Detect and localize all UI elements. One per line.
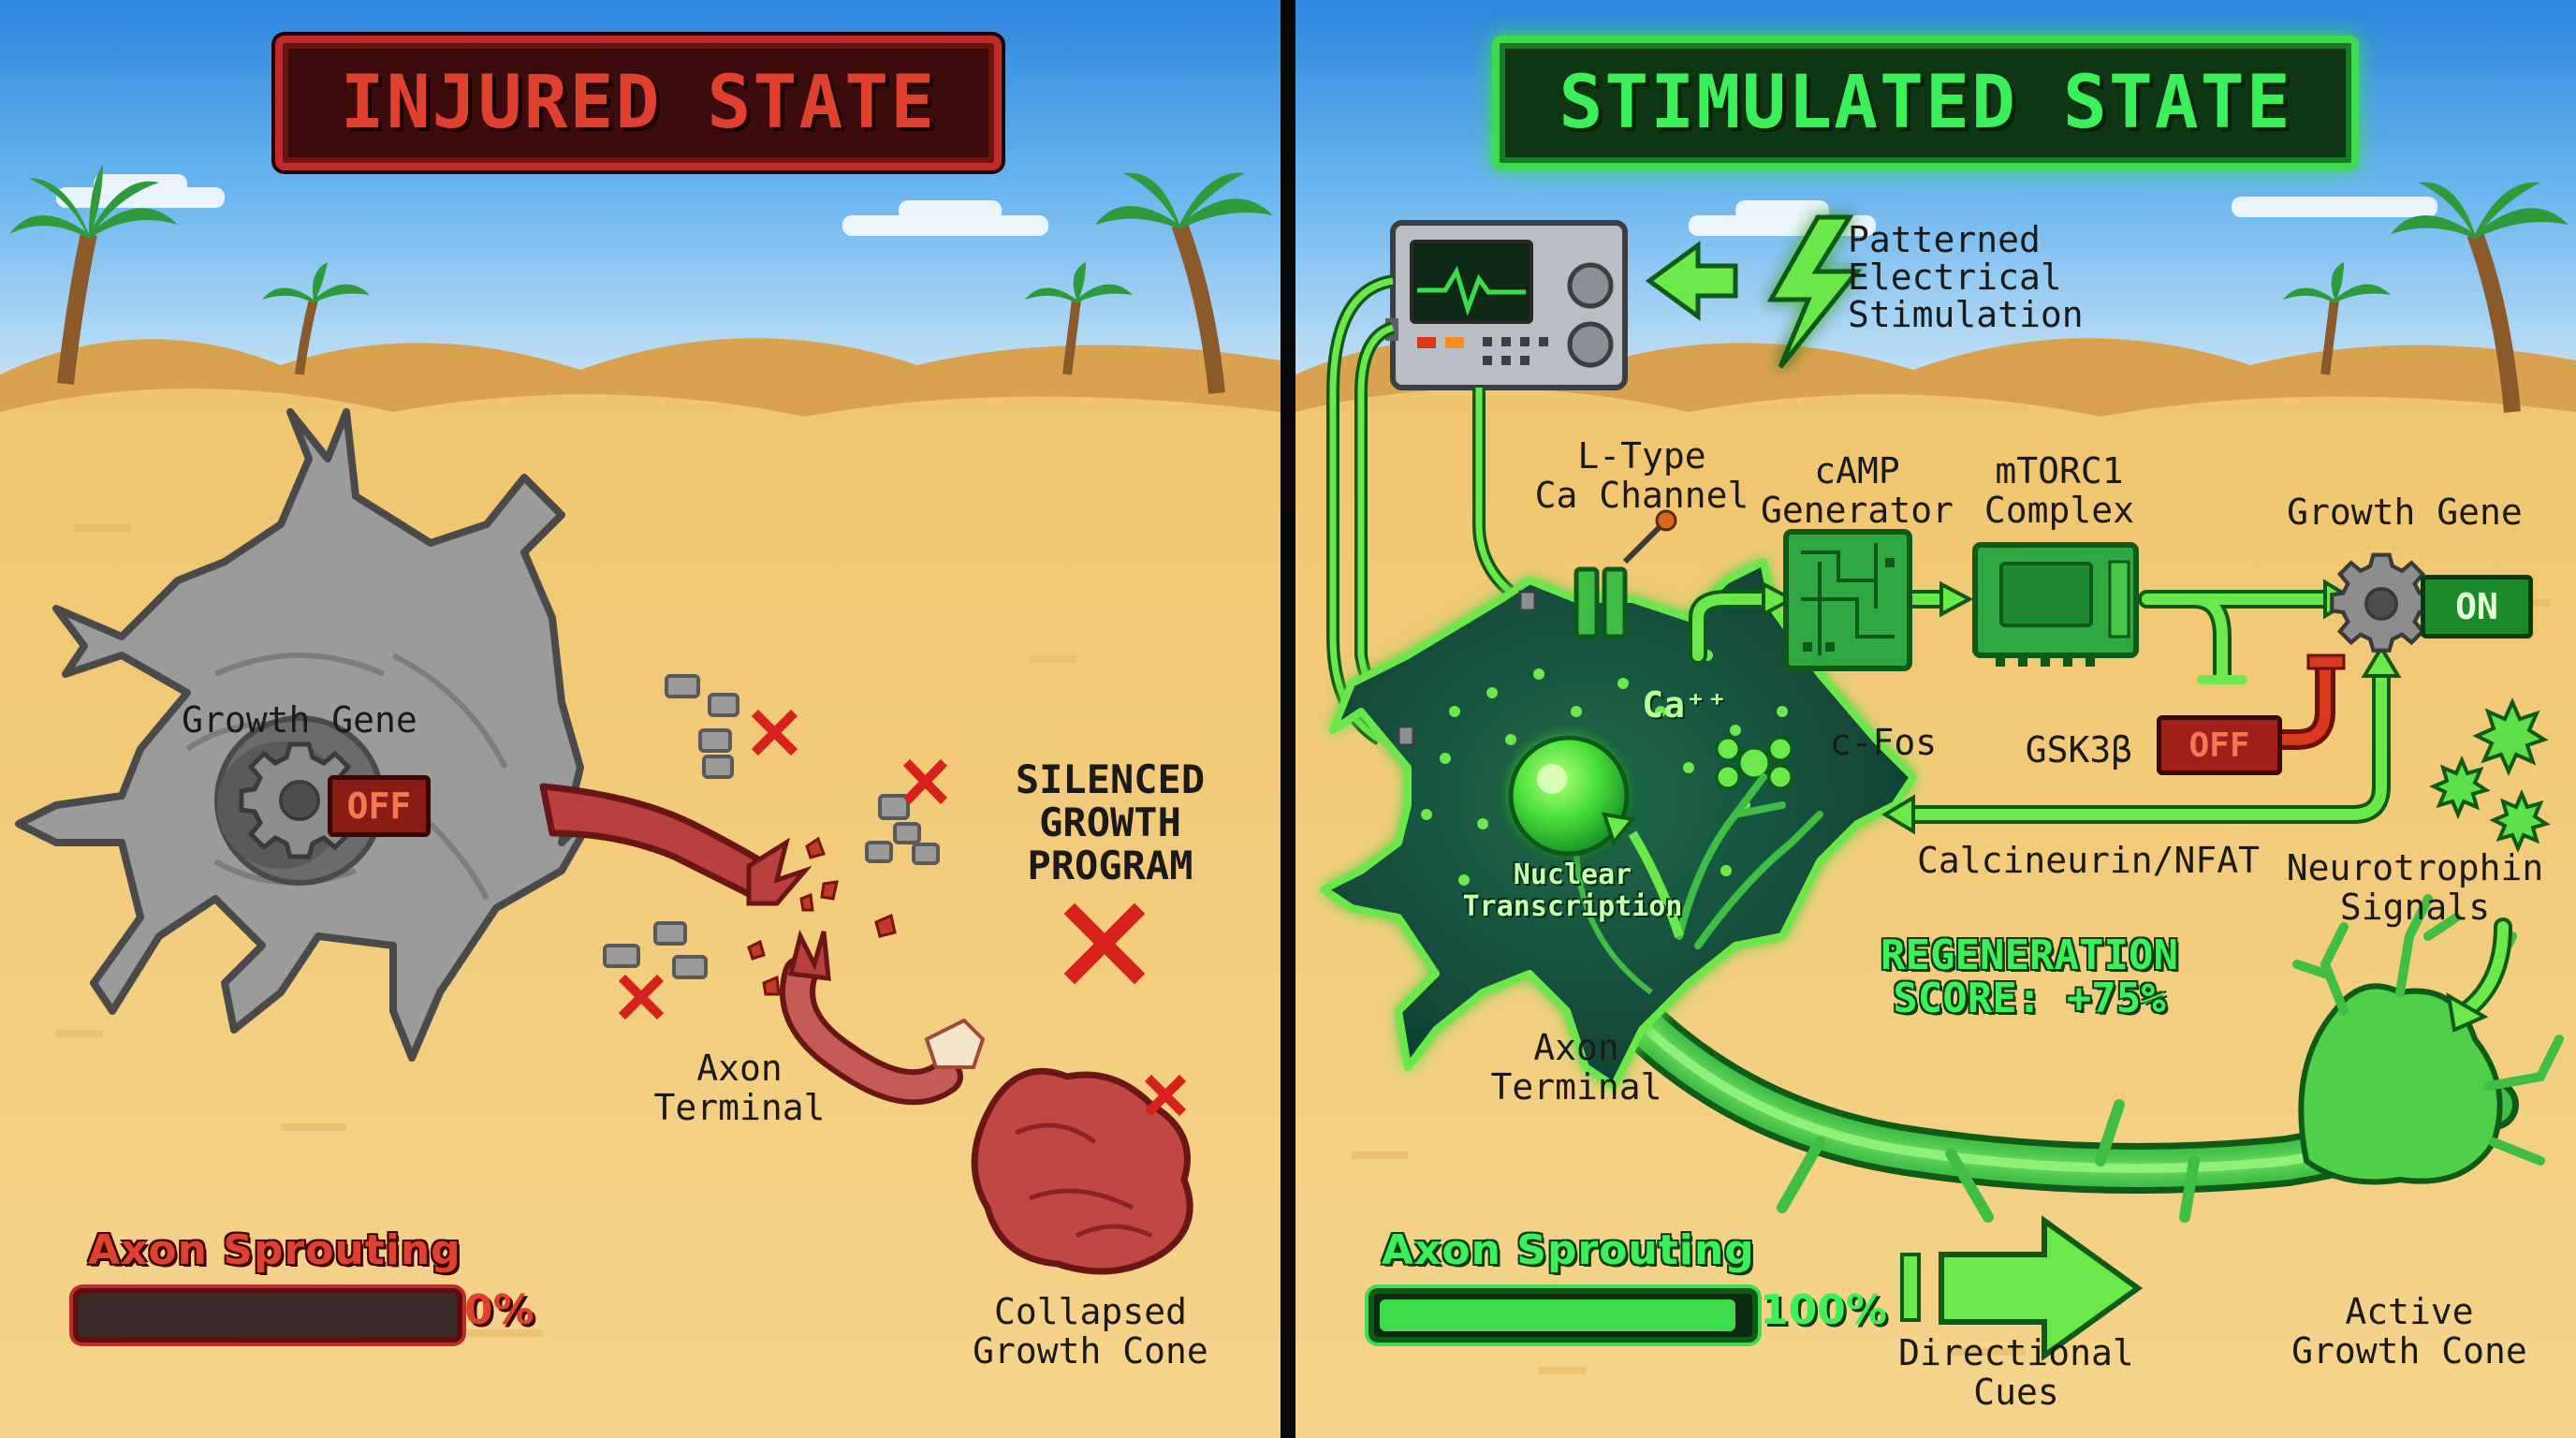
growth-gene-label: Growth Gene — [182, 699, 417, 741]
regeneration-score: REGENERATION SCORE: +75% — [1881, 932, 2178, 1022]
mtorc1-label: mTORC1 Complex — [1983, 450, 2135, 531]
growth-gene-label: Growth Gene — [2287, 492, 2523, 533]
mtorc1-complex-icon — [1972, 542, 2139, 667]
palm-tree-icon — [1095, 172, 1273, 394]
silenced-x-icon — [1063, 902, 1146, 985]
injured-panel: INJURED STATE Growth Gene OFF SILENCED G… — [0, 0, 1281, 1438]
directional-arrow-icon[interactable] — [1900, 1215, 2144, 1361]
calcium-label: Ca⁺⁺ — [1642, 684, 1728, 726]
stimulated-title: STIMULATED STATE — [1492, 36, 2359, 170]
neurotrophin-label: Neurotrophin Signals — [2286, 847, 2544, 928]
panel-divider — [1281, 0, 1295, 1438]
silenced-program-label: SILENCED GROWTH PROGRAM — [1015, 756, 1206, 888]
nucleus — [1508, 735, 1630, 857]
gsk3b-label: GSK3β — [2025, 729, 2133, 770]
palm-tree-icon — [9, 164, 178, 385]
palm-tree-icon — [262, 262, 370, 375]
sprouting-percent: 100% — [1760, 1286, 1887, 1334]
ltype-channel-label: L-Type Ca Channel — [1534, 435, 1749, 516]
stimulated-desert-scene — [1295, 0, 2576, 1438]
sprouting-progress-bar — [73, 1288, 462, 1343]
sprouting-progress-bar — [1368, 1288, 1758, 1343]
gsk3b-status-badge: OFF — [2157, 715, 2282, 775]
palm-tree-icon — [2283, 262, 2391, 375]
neurotrophin-star-icon — [2429, 697, 2551, 854]
active-growth-cone-label: Active Growth Cone — [2291, 1291, 2527, 1372]
active-growth-cone — [2298, 983, 2503, 1185]
sprouting-progress-fill — [1380, 1299, 1735, 1331]
stimulation-label: Patterned Electrical Stimulation — [1848, 219, 2084, 335]
gene-status-badge: OFF — [328, 775, 431, 837]
injured-title: INJURED STATE — [275, 36, 1002, 170]
collapsed-growth-cone-label: Collapsed Growth Cone — [973, 1291, 1208, 1372]
palm-tree-icon — [2391, 182, 2569, 413]
lightning-bolt-icon — [1766, 214, 1863, 369]
stimulated-panel: STIMULATED STATE Patterned Electrical St… — [1295, 0, 2576, 1438]
error-x-icon — [618, 709, 1187, 1117]
calcineurin-label: Calcineurin/NFAT — [1917, 840, 2261, 881]
sprouting-title: Axon Sprouting — [1382, 1226, 1755, 1274]
palm-tree-icon — [1025, 262, 1133, 375]
axon-terminal-label: Axon Terminal — [653, 1048, 826, 1128]
nuclear-transcription-label: Nuclear Transcription — [1462, 858, 1683, 923]
debris — [603, 674, 940, 996]
camp-generator-label: cAMP Generator — [1761, 450, 1954, 531]
injured-axon — [539, 783, 1193, 1275]
regenerating-axon — [1570, 894, 2564, 1223]
arrow-left-icon — [1645, 241, 1738, 321]
ltype-channel-icon — [1397, 509, 1677, 747]
directional-cues-label: Directional Cues — [1898, 1332, 2134, 1413]
cfos-molecule-icon — [1715, 736, 1793, 790]
gene-status-badge: ON — [2421, 575, 2533, 638]
axon-terminal-label: Axon Terminal — [1490, 1027, 1662, 1108]
camp-generator-icon — [1783, 529, 1912, 671]
sprouting-percent: 0% — [464, 1286, 534, 1334]
injured-desert-scene — [0, 0, 1281, 1438]
sprouting-title: Axon Sprouting — [88, 1226, 461, 1274]
pathway-arrowheads — [1602, 579, 2402, 847]
stimulator-device[interactable] — [1385, 220, 1628, 390]
gear-icon — [2330, 552, 2433, 653]
cfos-label: c-Fos — [1829, 722, 1938, 763]
